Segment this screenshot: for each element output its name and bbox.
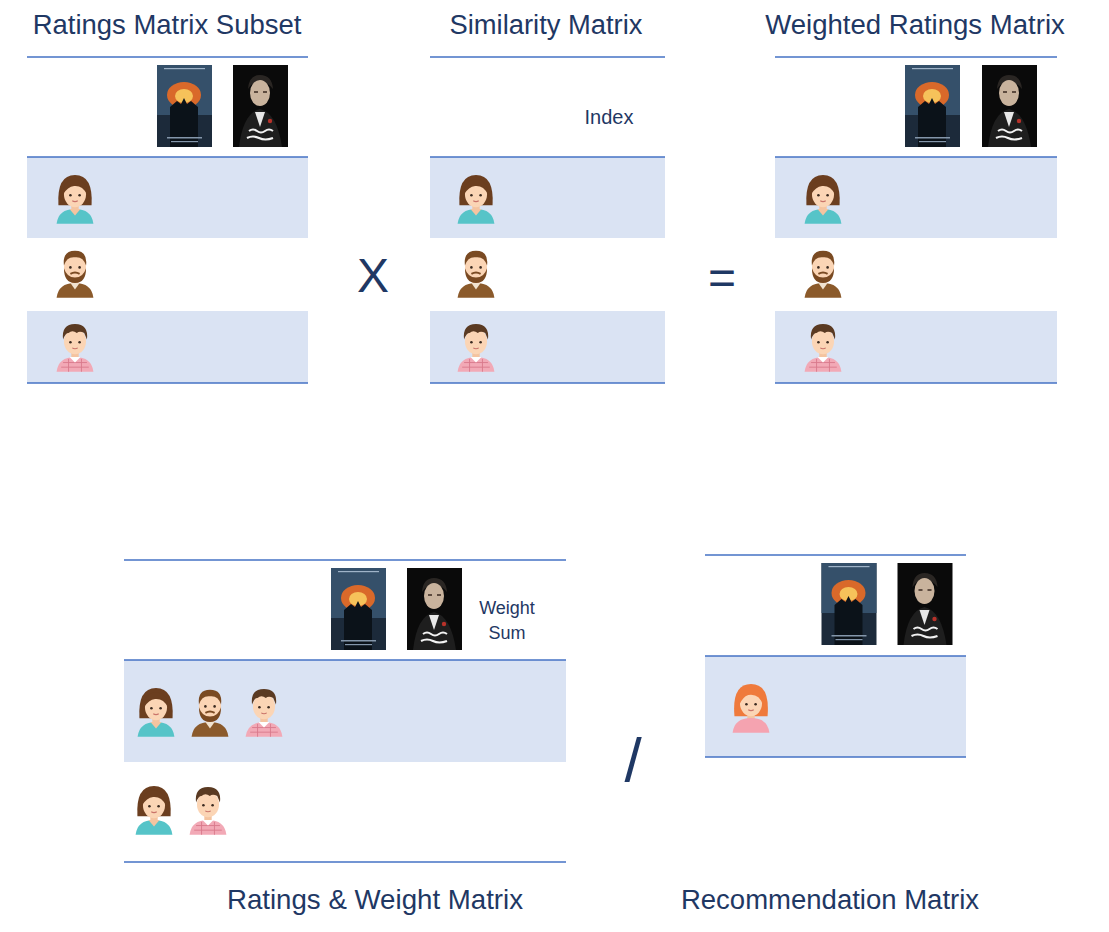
user-icon (57, 175, 94, 224)
user-icon (138, 688, 175, 737)
user-icon (136, 786, 173, 835)
movie-poster (331, 568, 386, 650)
row-band (27, 157, 308, 238)
row-band (775, 311, 1057, 383)
table-rule (705, 554, 966, 556)
table-title: Recommendation Matrix (644, 880, 1016, 920)
table-rule (775, 56, 1057, 58)
table-rule (705, 655, 966, 657)
table-rule (430, 382, 665, 384)
movie-poster (905, 65, 960, 147)
table-rule (124, 659, 566, 661)
user-icon (805, 324, 842, 372)
row-band (27, 311, 308, 383)
table-title: Weighted Ratings Matrix (724, 5, 1106, 45)
row-band (430, 311, 665, 383)
user-icon (458, 175, 495, 224)
row-band (430, 157, 665, 238)
user-icon (733, 684, 770, 733)
user-icon (458, 324, 495, 372)
table-rule (124, 559, 566, 561)
table-rule (27, 57, 1057, 862)
user-icon (805, 175, 842, 224)
user-icon (805, 251, 842, 298)
movie-poster (157, 65, 212, 147)
matrix-table: Recommendation Matrix (644, 550, 1016, 920)
matrix-table: Weighted Ratings Matrix (724, 5, 1106, 385)
user-icon (190, 787, 227, 835)
matrix-table: Similarity Matrix (411, 5, 681, 385)
user-icon (246, 689, 283, 737)
movie-poster (407, 568, 462, 650)
movie-poster (982, 65, 1037, 147)
table-title: Ratings & Weight Matrix (120, 880, 630, 920)
table-rule (775, 382, 1057, 384)
user-icon (458, 251, 495, 298)
matrix-table: Ratings & Weight Matrix (120, 555, 630, 920)
user-icon (192, 690, 229, 737)
row-band (775, 157, 1057, 238)
table-title: Ratings Matrix Subset (4, 5, 330, 45)
row-band (705, 656, 966, 757)
table-rule (27, 156, 308, 158)
movie-poster (822, 563, 877, 645)
movie-poster (233, 65, 288, 147)
table-rule (27, 382, 308, 384)
table-rule (124, 861, 566, 863)
movie-poster (898, 563, 953, 645)
matrix-label: X (357, 248, 389, 304)
table-title: Similarity Matrix (411, 5, 681, 45)
table-rule (430, 156, 665, 158)
table-rule (27, 56, 308, 58)
matrix-table: Ratings Matrix Subset (4, 5, 330, 385)
table-rule (705, 756, 966, 758)
matrix-label: / (624, 725, 641, 795)
user-icon (57, 324, 94, 372)
row-band (124, 660, 566, 762)
table-rule (775, 156, 1057, 158)
matrix-label: Index (585, 104, 634, 130)
matrix-label: Weight Sum (471, 596, 543, 646)
user-icon (57, 251, 94, 298)
table-rule (430, 56, 665, 58)
matrix-label: = (708, 250, 736, 306)
row-band (27, 157, 1057, 762)
